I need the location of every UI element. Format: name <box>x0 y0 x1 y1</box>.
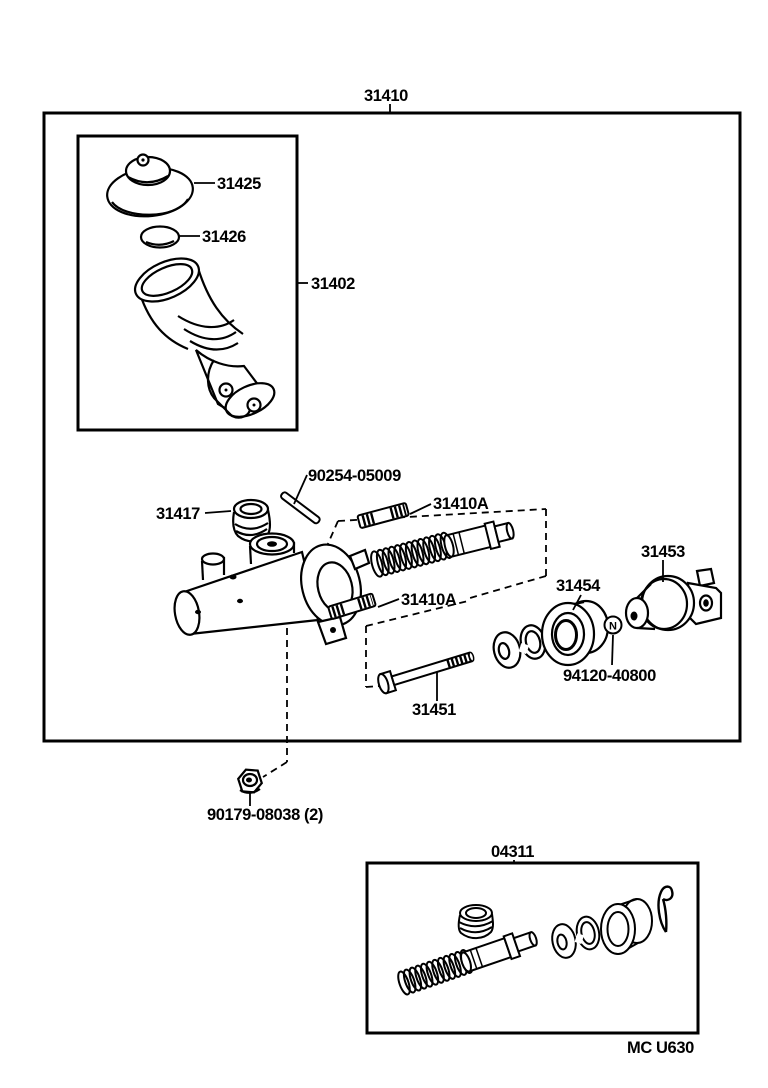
nut-symbol-glyph: N <box>609 621 617 633</box>
label-boot: 31454 <box>556 577 601 595</box>
kit-washer-drawing <box>551 923 577 959</box>
snap-ring-drawing <box>518 624 547 660</box>
reservoir-cap-drawing <box>106 153 194 218</box>
kit-piston-drawing <box>460 930 538 973</box>
kit-cup-drawing <box>600 898 653 955</box>
label-slotted-pin: 90254-05009 <box>308 467 401 485</box>
stud-upper-drawing <box>356 502 410 529</box>
label-reservoir-tank: 31402 <box>311 275 355 293</box>
label-connector: 31453 <box>641 543 685 561</box>
piston-spring-drawing <box>367 530 456 579</box>
label-reservoir-cap: 31425 <box>217 175 261 193</box>
kit-grommet-drawing <box>457 904 494 940</box>
assembly-31410-box <box>42 111 742 743</box>
figure-code: MC U630 <box>627 1039 694 1057</box>
leader-lines <box>178 104 664 864</box>
piston-drawing <box>443 520 515 558</box>
cap-gasket-drawing <box>139 225 181 249</box>
label-connector-nut: 94120-40800 <box>563 667 656 685</box>
label-mounting-nut: 90179-08038 (2) <box>207 806 323 824</box>
connector-drawing <box>624 567 723 632</box>
label-assembly: 31410 <box>364 87 408 105</box>
label-stud-lower: 31410A <box>401 591 457 609</box>
label-cap-gasket: 31426 <box>202 228 246 246</box>
label-repair-kit: 04311 <box>491 843 534 861</box>
label-grommet: 31417 <box>156 505 200 523</box>
kit-snap-ring-drawing <box>574 915 601 951</box>
reservoir-tank-drawing <box>133 257 276 419</box>
label-push-rod-bolt: 31451 <box>412 701 456 719</box>
stud-lower-drawing <box>327 592 377 620</box>
push-rod-bolt-drawing <box>377 651 475 695</box>
grommet-drawing <box>232 498 271 543</box>
nut-position-dashed <box>262 604 288 778</box>
boot-drawing <box>540 599 610 667</box>
mounting-nut-drawing <box>236 768 264 794</box>
connector-nut-drawing: N <box>603 615 623 635</box>
slotted-pin-drawing <box>280 491 321 525</box>
repair-kit-04311-box <box>365 861 700 1035</box>
washer-drawing <box>492 631 522 669</box>
label-stud-upper: 31410A <box>433 495 489 513</box>
master-cylinder-body-drawing <box>173 532 371 646</box>
kit-clip-drawing <box>657 885 674 933</box>
